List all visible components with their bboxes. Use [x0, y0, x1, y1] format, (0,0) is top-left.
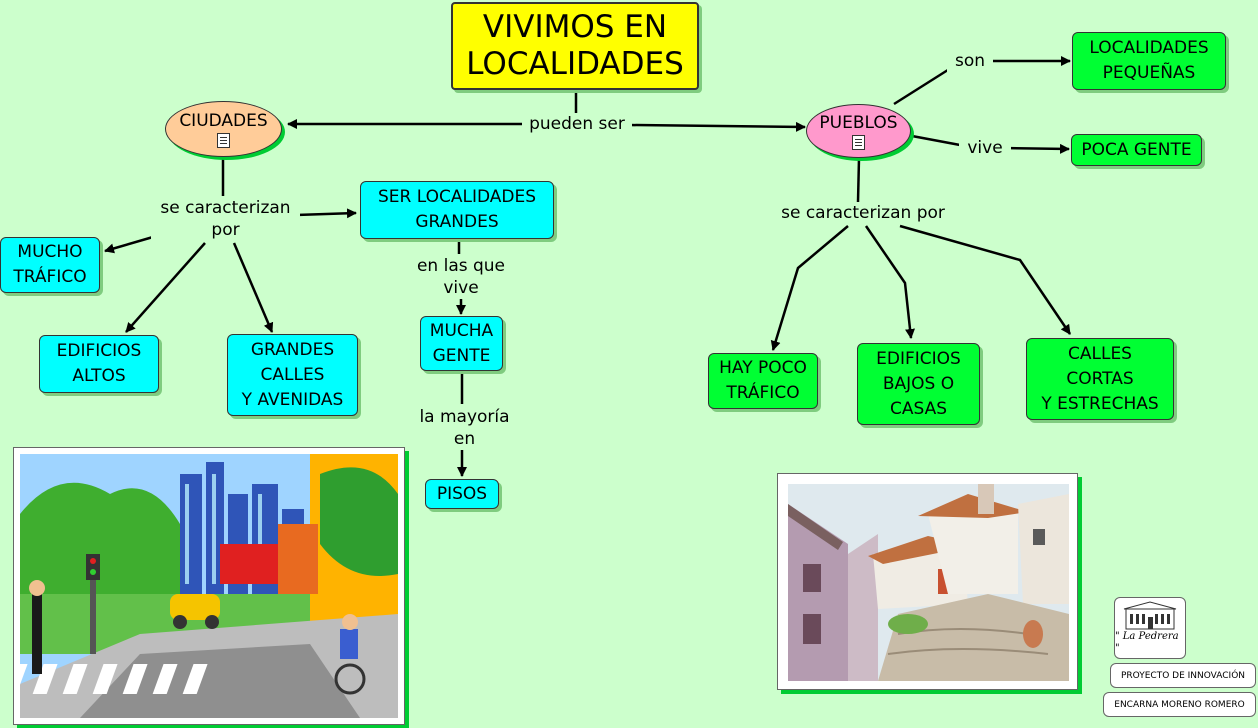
ciudades-label: CIUDADES — [179, 110, 268, 131]
hay-poco-trafico-node[interactable]: HAY POCO TRÁFICO — [708, 353, 818, 409]
document-icon[interactable] — [217, 132, 230, 148]
link-pueblos-son — [893, 66, 952, 106]
link-phrase-se-caracterizan-ciudad: se caracterizan por — [151, 197, 300, 241]
ser-localidades-grandes-node[interactable]: SER LOCALIDADES GRANDES — [360, 181, 554, 239]
grandes-calles-node[interactable]: GRANDES CALLES Y AVENIDAS — [227, 334, 358, 416]
link-vive-poca — [1002, 143, 1070, 154]
village-painting — [777, 473, 1078, 690]
city-illustration — [2, 447, 405, 725]
city-illustration-art — [2, 454, 398, 718]
author-label: ENCARNA MORENO ROMERO — [1103, 692, 1256, 717]
link-caract-bajos — [864, 225, 915, 339]
main-title: VIVIMOS EN LOCALIDADES — [451, 2, 699, 90]
calles-cortas-node[interactable]: CALLES CORTAS Y ESTRECHAS — [1026, 338, 1174, 420]
link-phrase-pueden-ser: pueden ser — [522, 113, 632, 135]
link-caract-altos — [125, 242, 206, 333]
logo-name: " La Pedrera " — [1115, 631, 1179, 654]
link-caract-grandes — [295, 208, 357, 219]
poca-gente-node[interactable]: POCA GENTE — [1071, 134, 1202, 166]
pueblos-label: PUEBLOS — [819, 112, 898, 133]
project-label: PROYECTO DE INNOVACIÓN — [1110, 663, 1256, 688]
link-caract-cortas — [899, 224, 1072, 335]
link-pueblos-caract — [856, 157, 861, 203]
link-caract-trafico-pueblo — [770, 225, 849, 351]
link-pueblos-vive — [911, 134, 961, 147]
village-painting-art — [788, 484, 1069, 681]
link-phrase-la-mayoria-en: la mayoría en — [410, 406, 519, 450]
localidades-pequenas-node[interactable]: LOCALIDADES PEQUEÑAS — [1072, 32, 1226, 90]
edificios-bajos-node[interactable]: EDIFICIOS BAJOS O CASAS — [857, 343, 980, 425]
link-caract-calles — [232, 242, 274, 333]
link-pueden-pueblos — [629, 121, 806, 132]
mucha-gente-node[interactable]: MUCHA GENTE — [420, 316, 503, 371]
school-building-icon — [1123, 601, 1177, 630]
pisos-node[interactable]: PISOS — [425, 479, 499, 509]
edificios-altos-node[interactable]: EDIFICIOS ALTOS — [39, 335, 159, 393]
link-phrase-en-las-que-vive: en las que vive — [409, 255, 513, 299]
school-logo: " La Pedrera " — [1114, 597, 1186, 659]
mucho-trafico-node[interactable]: MUCHO TRÁFICO — [0, 237, 100, 293]
pueblos-node[interactable]: PUEBLOS — [806, 104, 911, 158]
link-phrase-son: son — [947, 50, 993, 72]
link-caract-trafico — [104, 235, 154, 254]
link-phrase-se-caracterizan-pueblo: se caracterizan por — [770, 202, 956, 224]
ciudades-node[interactable]: CIUDADES — [165, 101, 282, 157]
link-phrase-vive: vive — [959, 137, 1011, 159]
document-icon[interactable] — [852, 134, 865, 150]
